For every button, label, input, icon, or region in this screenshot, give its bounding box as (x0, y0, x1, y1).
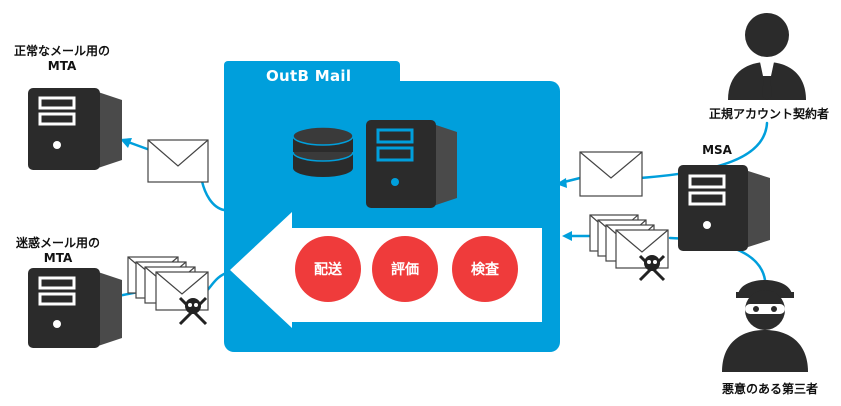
label-legit-user: 正規アカウント契約者 (708, 107, 829, 121)
label-normal-mta-line1: 正常なメール用の (13, 44, 110, 58)
envelope-stack-icon-malicious (589, 214, 669, 269)
arrowhead-outb-top (556, 178, 567, 188)
arrowhead-outb-bottom (562, 231, 572, 241)
person-icon-legit-user (728, 13, 806, 100)
label-spam-mta: 迷惑メール用の MTA (2, 236, 114, 266)
label-normal-mta-line2: MTA (47, 59, 77, 73)
label-malicious: 悪意のある第三者 (721, 382, 818, 396)
arrowhead-normal-mta (120, 138, 132, 148)
label-normal-mta: 正常なメール用の MTA (6, 44, 118, 74)
step-evaluate: 評価 (372, 236, 438, 302)
server-icon-outb-overlay (366, 120, 457, 208)
server-icon-spam-mta (28, 268, 122, 348)
line-user-to-msa (638, 121, 769, 180)
server-icon-normal-mta (28, 88, 122, 170)
label-msa: MSA (702, 143, 732, 157)
envelope-stack-icon-spam (127, 256, 209, 311)
outb-mail-title: OutB Mail (266, 67, 352, 85)
label-spam-mta-line2: MTA (43, 251, 73, 265)
arrow-to-normal-mta (126, 140, 152, 152)
label-spam-mta-line1: 迷惑メール用の (15, 236, 100, 250)
envelope-icon-incoming-legit (579, 151, 643, 197)
thief-icon-malicious (722, 280, 808, 372)
database-icon-overlay (292, 126, 354, 177)
step-inspect: 検査 (452, 236, 518, 302)
skull-crossbones-icon-right (638, 254, 666, 282)
skull-crossbones-icon-left (178, 296, 208, 326)
envelope-icon-outgoing-normal (147, 139, 209, 183)
server-icon-msa (678, 165, 770, 251)
step-deliver: 配送 (295, 236, 361, 302)
